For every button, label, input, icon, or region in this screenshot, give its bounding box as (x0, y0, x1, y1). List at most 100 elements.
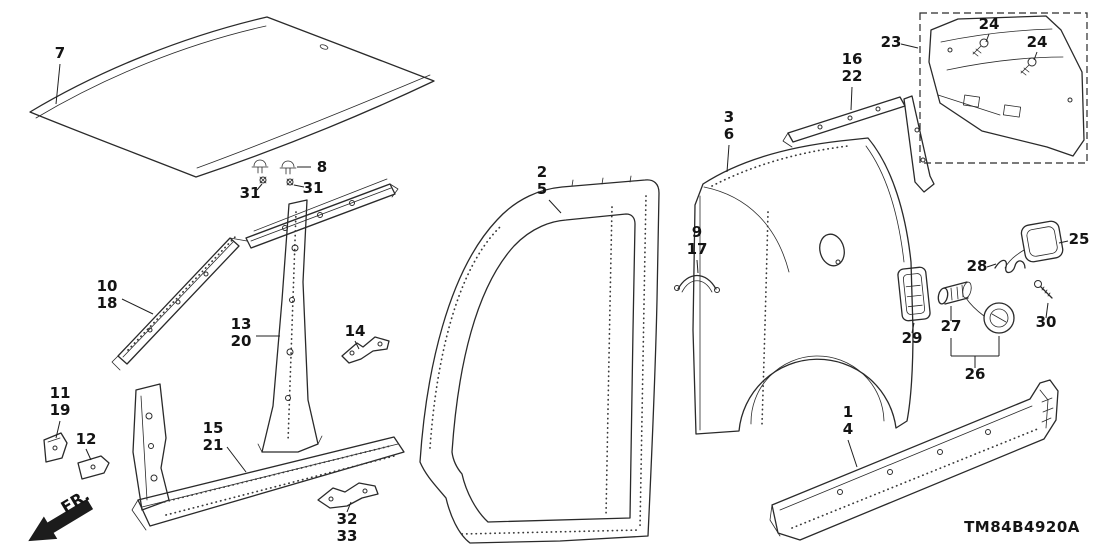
callout-label: 24 (979, 15, 1000, 33)
rail-connector (229, 237, 248, 242)
bracket-11-19 (43, 432, 68, 463)
roof-outline (29, 16, 435, 178)
side-outer-panel-2-5 (419, 175, 660, 544)
callout-2-5: 2 5 (537, 163, 562, 214)
callout-11-19: 11 19 (50, 384, 71, 439)
callout-30: 30 (1036, 302, 1057, 331)
spring-28 (994, 259, 1026, 274)
callout-32-33: 32 33 (337, 501, 358, 545)
callout-label: 13 (231, 315, 252, 333)
callout-label: 22 (842, 67, 863, 85)
callout-label: 10 (97, 277, 118, 295)
roof-clips (251, 159, 297, 186)
rear-panel-outline (928, 15, 1085, 157)
callout-label: 31 (303, 179, 324, 197)
callout-10-18: 10 18 (97, 277, 154, 315)
callout-14: 14 (345, 322, 366, 350)
callout-label: 33 (337, 527, 358, 545)
filler-pipe-27 (937, 281, 972, 305)
clip-icon (251, 159, 269, 174)
callout-label: 4 (843, 420, 853, 438)
callout-25: 25 (1058, 230, 1089, 248)
callout-7: 7 (55, 44, 65, 105)
callout-label: 17 (687, 240, 708, 258)
callout-label: 2 (537, 163, 547, 181)
dashed-detail-box (919, 12, 1088, 164)
side-panel-outline (419, 179, 660, 544)
callout-label: 31 (240, 184, 261, 202)
callout-label: 11 (50, 384, 71, 402)
callout-label: 1 (843, 403, 853, 421)
fr-arrow-icon (28, 498, 94, 542)
rail-16-22 (782, 95, 935, 193)
callout-label: 27 (941, 317, 962, 335)
bracket-12 (77, 455, 110, 480)
fr-direction: FR. (28, 486, 94, 542)
callout-label: 29 (902, 329, 923, 347)
callout-label: 14 (345, 322, 366, 340)
bolt-icon (972, 38, 989, 57)
callout-label: 15 (203, 419, 224, 437)
callout-label: 12 (76, 430, 97, 448)
roof-flange-top (35, 25, 267, 119)
callout-label: 16 (842, 50, 863, 68)
callout-9-17: 9 17 (687, 223, 708, 274)
bracket-14 (341, 336, 390, 364)
left-inner-assembly (43, 178, 405, 531)
door-opening (451, 213, 636, 523)
callout-label: 7 (55, 44, 65, 62)
quarter-outline (692, 137, 914, 435)
rail-10-18 (111, 235, 240, 371)
bracket-32-33 (317, 482, 379, 509)
callout-label: 8 (317, 158, 327, 176)
callout-label: 21 (203, 436, 224, 454)
callout-label: 30 (1036, 313, 1057, 331)
callout-label: 26 (965, 365, 986, 383)
callout-label: 3 (724, 108, 734, 126)
callout-27-26: 27 26 (941, 306, 1000, 383)
diagram-code: TM84B4920A (964, 518, 1080, 536)
fuel-filler-opening (819, 233, 845, 267)
drain-outlet-29 (897, 266, 931, 322)
b-pillar-13-20 (257, 199, 323, 453)
callout-label: 24 (1027, 33, 1048, 51)
callout-3-6: 3 6 (724, 108, 734, 173)
callout-label: 5 (537, 180, 547, 198)
filler-cap-26 (965, 297, 1015, 334)
roof-panel (29, 16, 435, 178)
screw-icon (259, 176, 267, 184)
callout-label: 32 (337, 510, 358, 528)
sill-inner-15-21 (131, 436, 405, 531)
callout-label: 6 (724, 125, 734, 143)
roof-flange-bottom (196, 74, 431, 169)
rear-panel-group (919, 12, 1088, 164)
callout-16-22: 16 22 (842, 50, 863, 111)
bolt-icon (1020, 57, 1037, 76)
callout-1-4: 1 4 (843, 403, 858, 468)
clip-icon (279, 160, 297, 175)
hinge-pillar (132, 383, 170, 511)
callout-24b: 24 (1027, 33, 1048, 61)
callout-label: 20 (231, 332, 252, 350)
upper-rail (245, 178, 399, 249)
callout-13-20: 13 20 (231, 315, 280, 350)
sill-outer-1-4 (769, 379, 1059, 541)
callout-8: 8 (297, 158, 327, 176)
callout-29: 29 (902, 322, 923, 347)
roof-hole (319, 44, 329, 50)
callout-label: 18 (97, 294, 118, 312)
sill-outline (771, 379, 1059, 541)
callout-label: 23 (881, 33, 902, 51)
callout-label: 19 (50, 401, 71, 419)
callout-12: 12 (76, 430, 97, 461)
screw-icon (286, 178, 294, 186)
callout-28: 28 (967, 257, 997, 275)
fuel-lid-25 (1004, 220, 1064, 269)
callout-15-21: 15 21 (203, 419, 247, 473)
callout-label: 28 (967, 257, 988, 275)
callout-24a: 24 (979, 15, 1000, 43)
quarter-panel-3-6 (692, 137, 914, 435)
seal-9-17 (674, 274, 720, 293)
callout-31a: 31 (240, 183, 263, 202)
